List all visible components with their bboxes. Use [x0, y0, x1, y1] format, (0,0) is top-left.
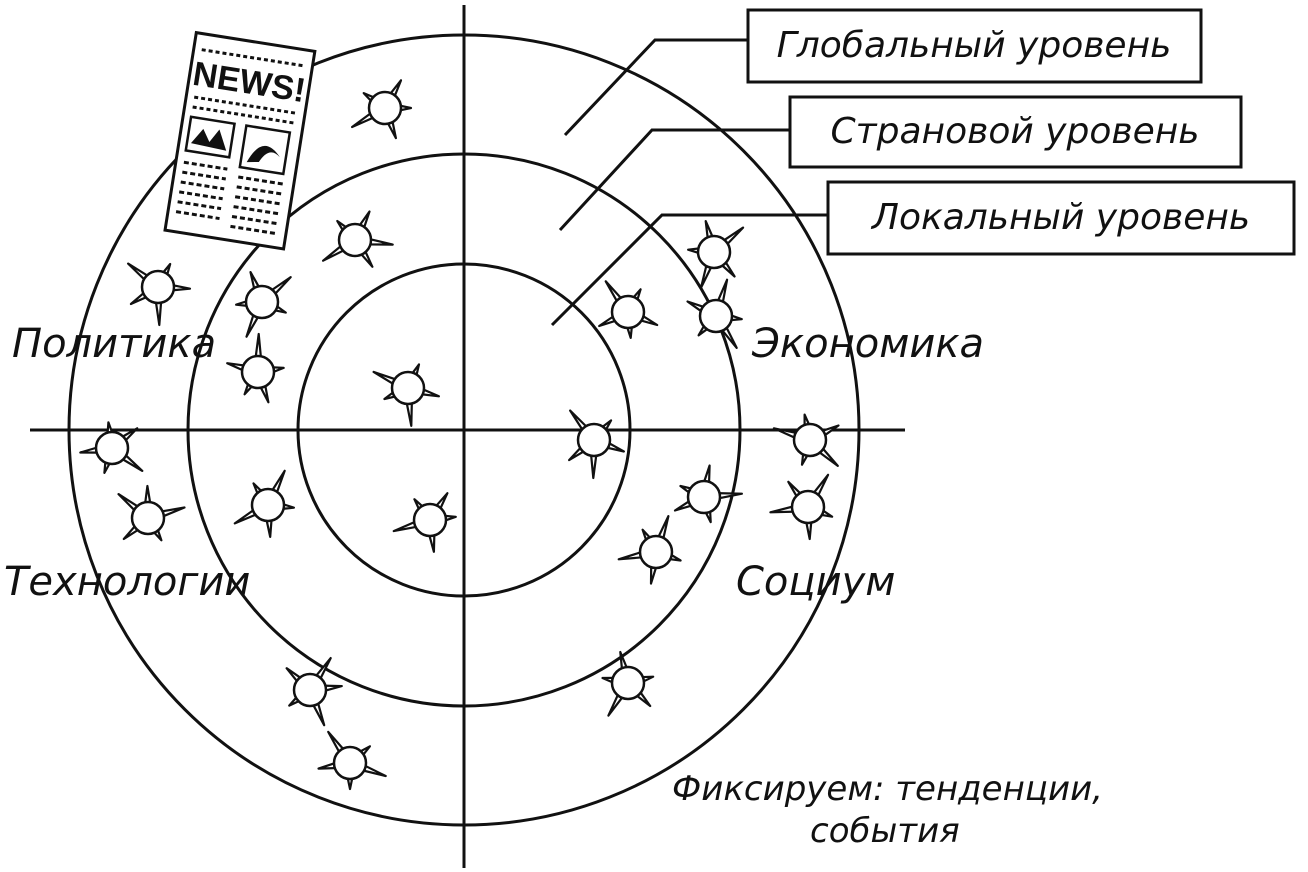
event-marker: [598, 280, 659, 339]
event-marker-body: [576, 422, 612, 458]
leader-line-global: [563, 38, 748, 137]
label-country: Страновой уровень: [831, 111, 1200, 152]
event-marker-body: [696, 234, 732, 270]
event-marker-body: [94, 430, 130, 466]
event-marker: [617, 515, 682, 585]
note-line-2: события: [810, 811, 960, 851]
event-marker-body: [638, 534, 674, 570]
event-marker-body: [250, 487, 286, 523]
event-marker-body: [790, 489, 826, 525]
event-marker-body: [244, 284, 280, 320]
sector-technology: Технологии: [4, 559, 250, 605]
event-marker: [322, 210, 394, 268]
sector-economy: Экономика: [751, 321, 984, 367]
event-marker-body: [337, 222, 373, 258]
leader-line-country: [558, 128, 790, 232]
event-marker: [772, 413, 840, 467]
event-marker: [117, 484, 186, 542]
event-marker: [769, 473, 834, 541]
label-box-country: Страновой уровень: [788, 95, 1243, 169]
event-markers-group: [79, 79, 840, 791]
event-marker-body: [332, 745, 368, 781]
event-marker-body: [698, 298, 734, 334]
event-marker: [351, 79, 413, 140]
event-marker: [226, 332, 285, 404]
event-marker: [317, 730, 387, 791]
event-marker: [235, 271, 292, 338]
event-marker-body: [412, 502, 448, 538]
event-marker: [686, 278, 743, 349]
event-marker: [392, 492, 457, 553]
event-marker-body: [367, 90, 403, 126]
event-marker: [568, 409, 625, 480]
event-marker-body: [240, 354, 276, 390]
note-line-1: Фиксируем: тенденции,: [672, 769, 1103, 809]
event-marker-body: [610, 665, 646, 701]
sector-politics: Политика: [12, 321, 216, 367]
event-marker: [673, 464, 743, 524]
event-marker: [285, 657, 343, 727]
event-marker-body: [792, 422, 828, 458]
event-marker-body: [140, 269, 176, 305]
event-marker-body: [292, 672, 328, 708]
event-marker: [687, 220, 745, 289]
label-local: Локальный уровень: [870, 197, 1250, 238]
label-box-global: Глобальный уровень: [746, 8, 1203, 84]
event-marker: [127, 262, 192, 327]
leader-line-local: [550, 213, 830, 327]
event-marker-body: [130, 500, 166, 536]
event-marker-body: [686, 479, 722, 515]
event-marker: [601, 650, 655, 717]
event-marker: [79, 421, 144, 474]
label-global: Глобальный уровень: [777, 25, 1172, 66]
newspaper-icon: NEWS!: [163, 30, 317, 251]
label-box-local: Локальный уровень: [826, 180, 1296, 256]
event-marker: [233, 469, 295, 538]
sector-society: Социум: [736, 559, 895, 605]
event-marker-body: [610, 294, 646, 330]
event-marker: [372, 363, 440, 427]
event-marker-body: [390, 370, 426, 406]
